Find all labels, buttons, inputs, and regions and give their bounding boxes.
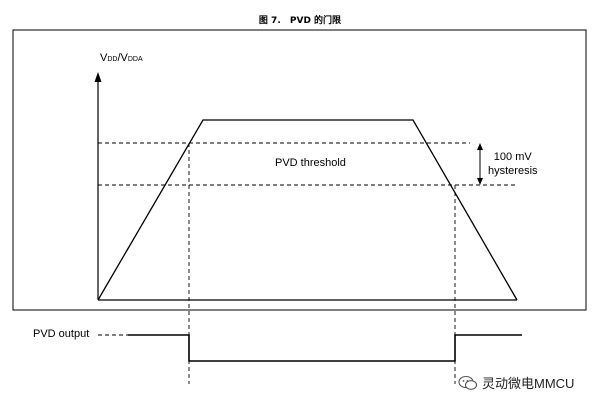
hysteresis-label: 100 mV hysteresis — [488, 150, 538, 178]
y-axis-arrow — [94, 72, 102, 82]
wechat-icon — [458, 375, 478, 390]
hysteresis-text: hysteresis — [488, 165, 538, 177]
diagram-frame — [12, 29, 587, 311]
watermark: 灵动微电MMCU — [458, 373, 574, 392]
pvd-output-waveform — [128, 334, 522, 362]
hysteresis-value: 100 mV — [493, 151, 532, 163]
figure-label: 图 7. — [258, 16, 281, 26]
hysteresis-arrow-down — [477, 178, 483, 185]
figure-name: PVD 的门限 — [289, 16, 342, 26]
hysteresis-arrow-up — [477, 143, 483, 150]
pvd-output-label: PVD output — [33, 328, 90, 340]
y-axis-label: VDD/VDDA — [100, 52, 143, 64]
watermark-text: 灵动微电MMCU — [482, 376, 575, 391]
figure-title: 图 7. PVD 的门限 — [0, 13, 600, 26]
threshold-label: PVD threshold — [275, 157, 346, 169]
vdd-waveform — [97, 119, 518, 301]
